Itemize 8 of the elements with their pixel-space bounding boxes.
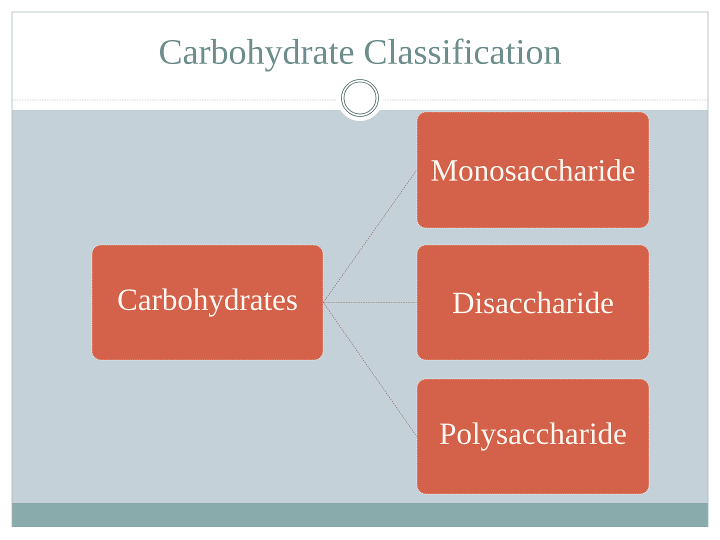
process-box: Disaccharide: [416, 244, 650, 360]
process-box: Monosaccharide: [416, 112, 650, 228]
connector-line: [323, 170, 417, 303]
title: Carbohydrate Classification: [160, 38, 561, 72]
connector-line: [323, 302, 417, 437]
process-box: Carbohydrates: [92, 244, 324, 360]
connector-line: [323, 302, 417, 303]
process-box: Polysaccharide: [416, 378, 650, 494]
